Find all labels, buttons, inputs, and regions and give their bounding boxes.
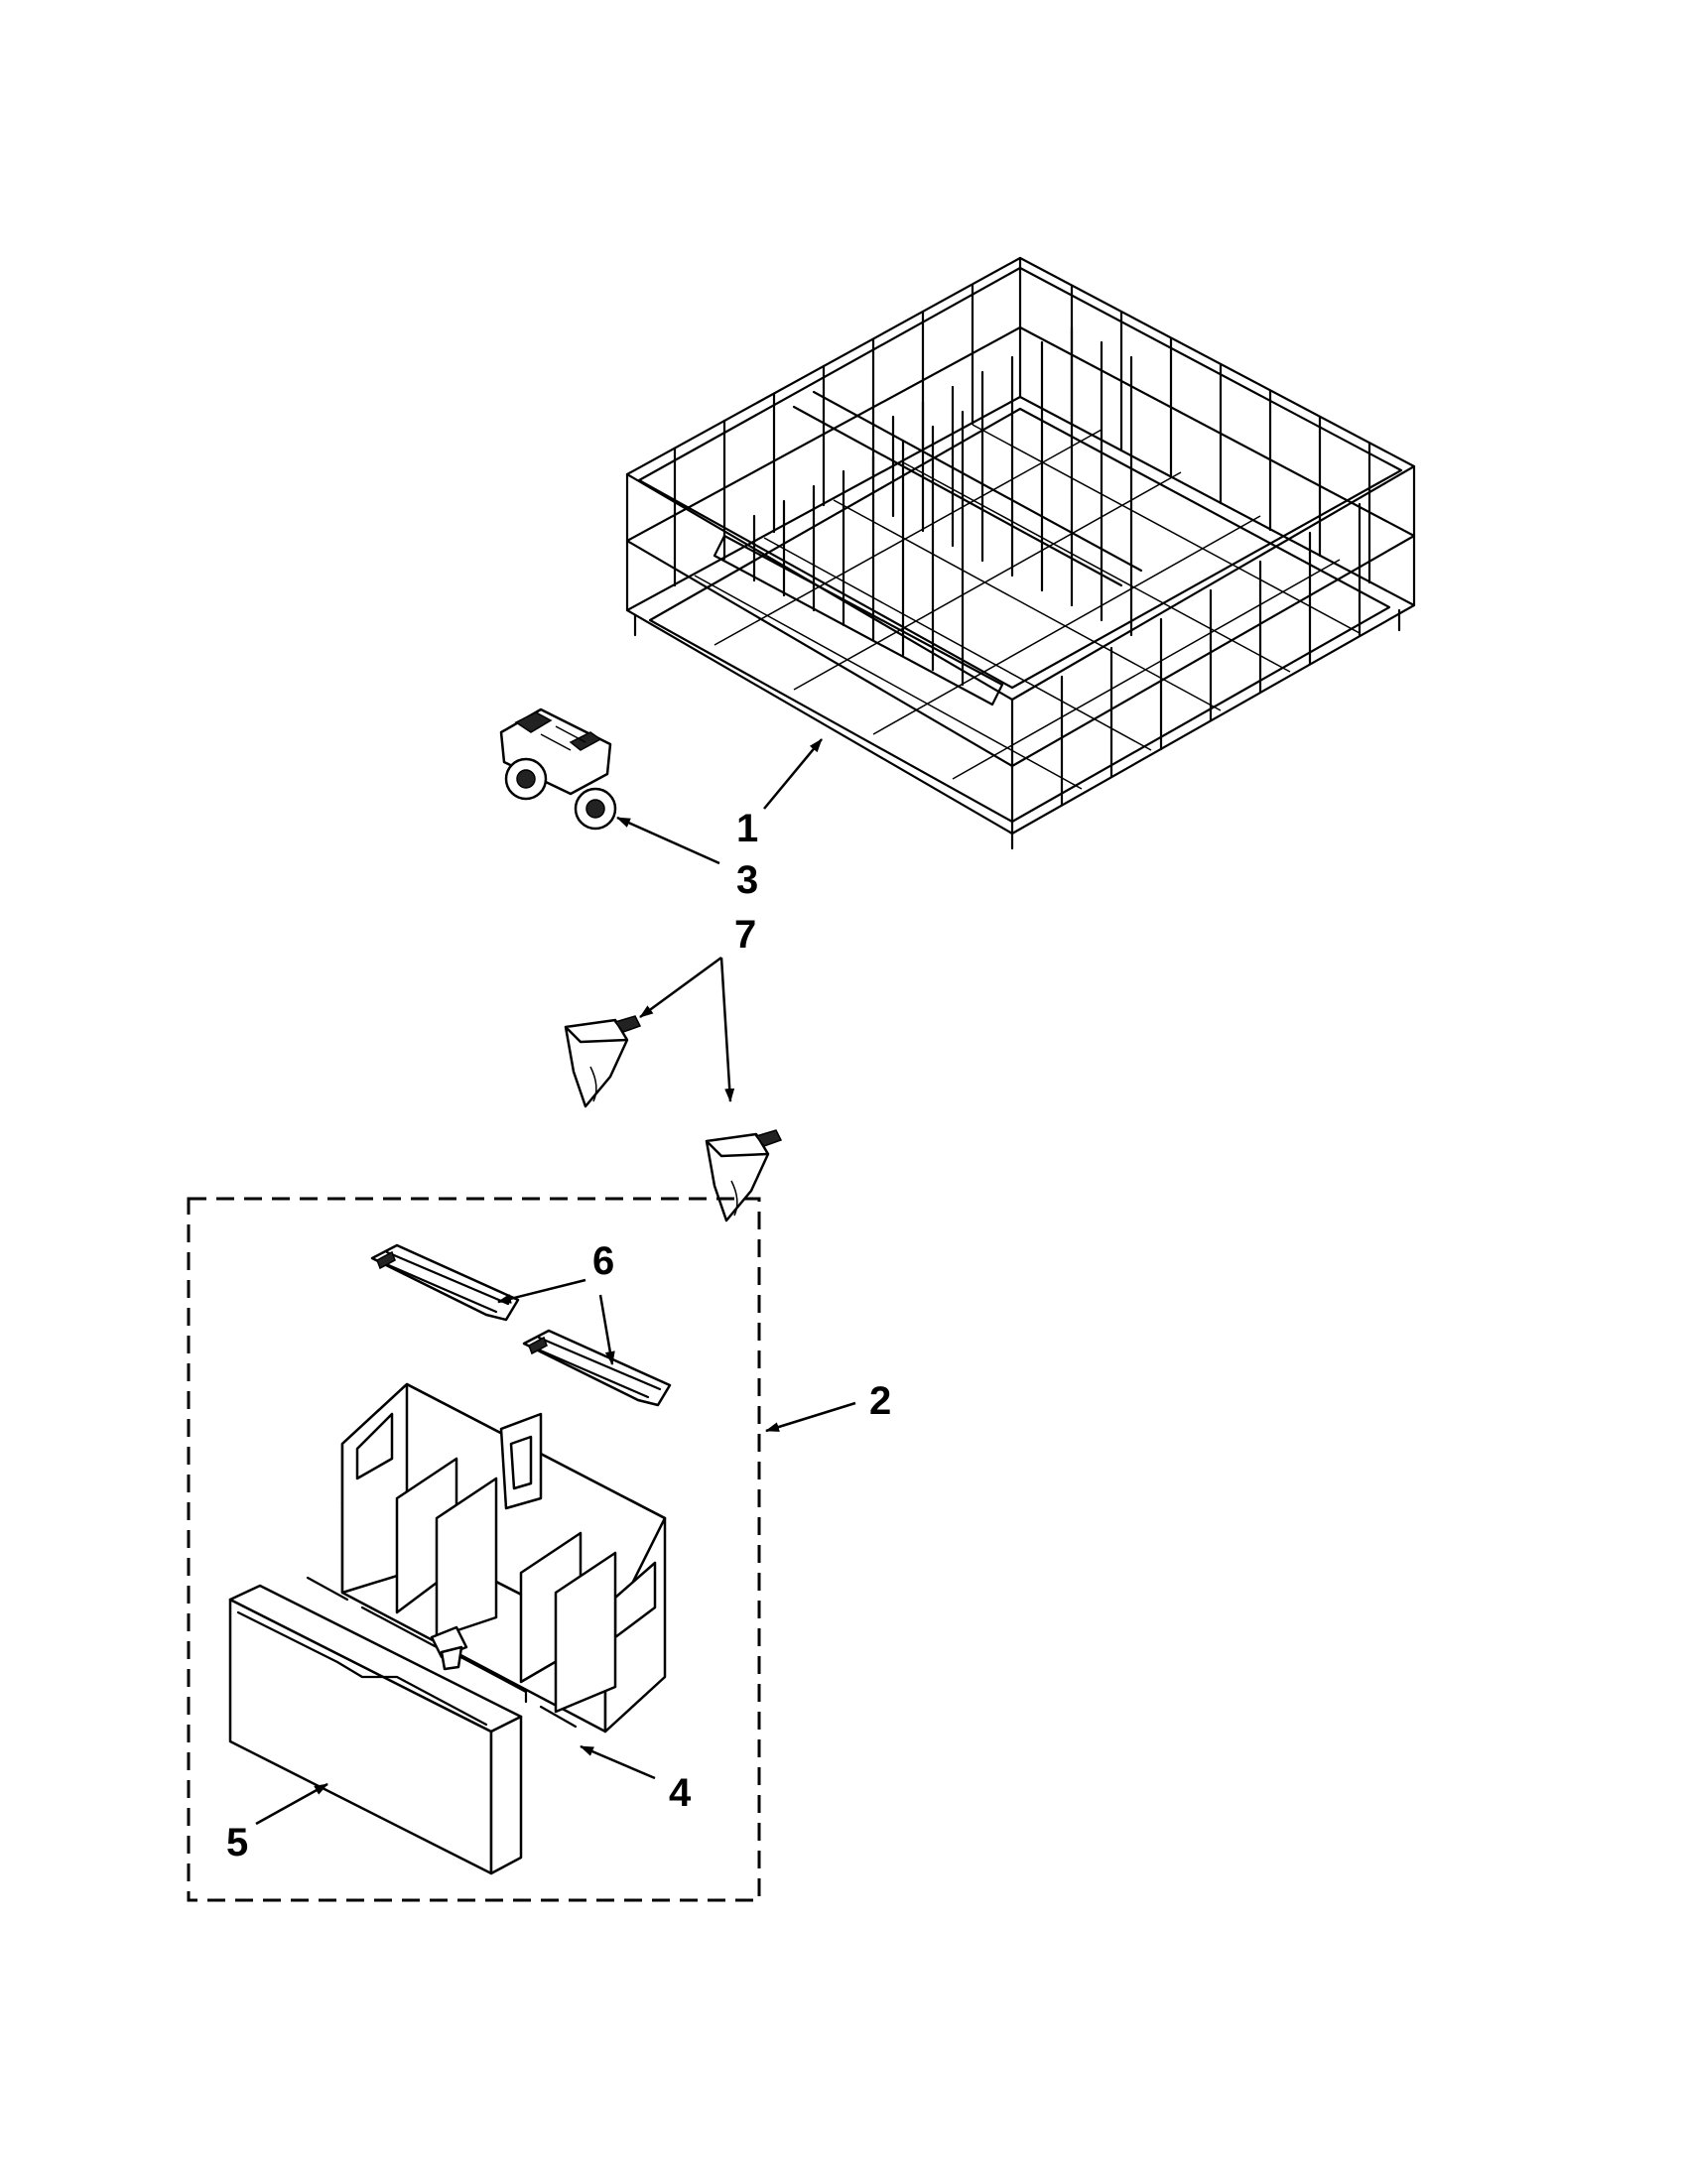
callout-1: 1 [736, 807, 758, 850]
basket-lid-part [306, 1576, 578, 1729]
rack-roller-part [499, 707, 617, 831]
dish-rack [625, 256, 1416, 850]
silverware-basket [340, 1382, 667, 1734]
basket-cover-part [228, 1584, 523, 1875]
callout-3: 3 [736, 858, 758, 902]
callout-6: 6 [592, 1239, 614, 1283]
basket-insert-part [370, 1243, 520, 1322]
rack-stop-part [705, 1129, 783, 1222]
leader-lines [255, 738, 856, 1826]
basket-insert-part [522, 1329, 672, 1407]
rack-stop-part [564, 1015, 642, 1108]
callout-4: 4 [669, 1771, 692, 1815]
callout-5: 5 [226, 1821, 248, 1864]
silverware-basket-kit-box [187, 1197, 761, 1902]
callout-2: 2 [869, 1379, 891, 1423]
callout-7: 7 [734, 913, 756, 957]
